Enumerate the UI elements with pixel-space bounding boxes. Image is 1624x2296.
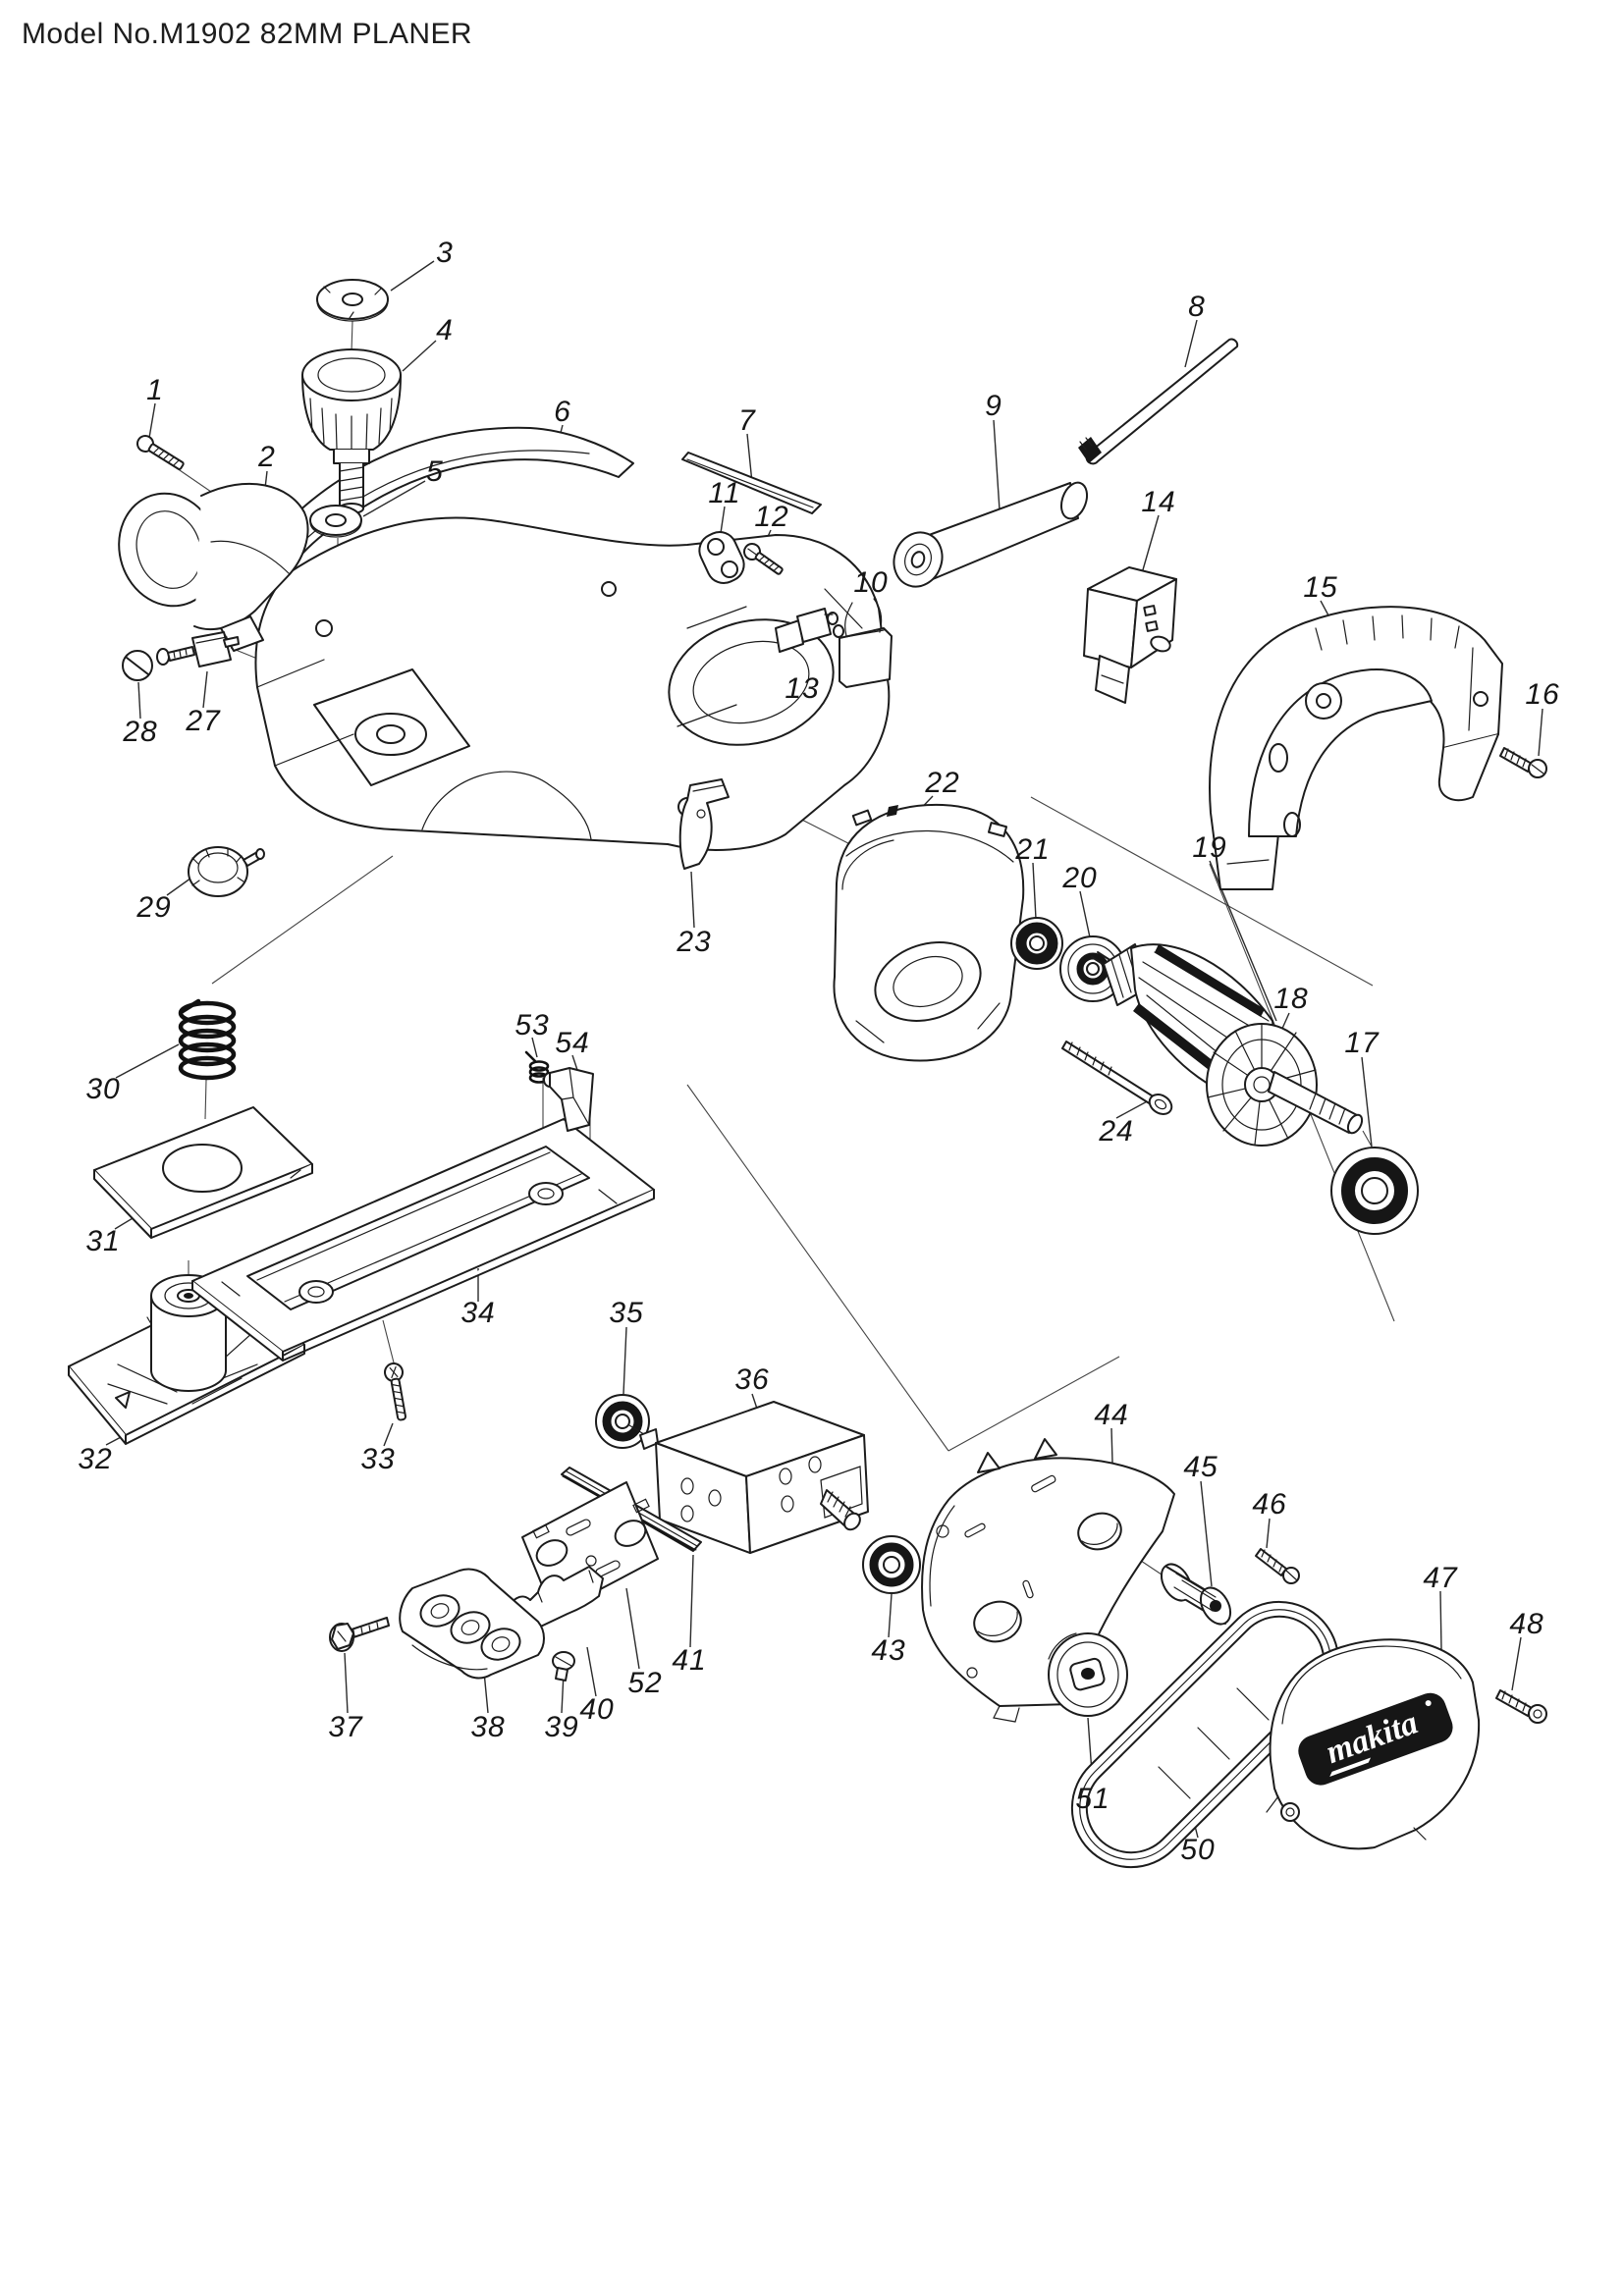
part-7-planer-blade — [681, 452, 822, 514]
part-1-screw — [136, 435, 185, 470]
part-9-cord-guard — [893, 481, 1089, 588]
part-37-hex-bolt — [329, 1617, 390, 1652]
part-12-screw — [743, 543, 784, 575]
part-24-long-screw — [1061, 1041, 1173, 1115]
part-6-housing — [252, 426, 891, 851]
part-8-rod — [1078, 338, 1239, 465]
part-28-cap — [122, 650, 153, 681]
part-39-screw — [552, 1651, 575, 1682]
part-50-belt — [1070, 1600, 1340, 1869]
part-29-knob — [188, 846, 265, 897]
part-30-spring — [178, 998, 237, 1081]
part-54-latch — [543, 1067, 594, 1132]
part-35-bearing — [595, 1394, 653, 1449]
part-45-drive-pulley — [1160, 1563, 1232, 1626]
part-15-handle — [1209, 606, 1503, 890]
part-36-cutter-drum — [639, 1401, 869, 1554]
part-18-armature — [1091, 943, 1364, 1147]
part-51-driven-pulley — [1048, 1632, 1128, 1717]
part-20-bearing — [1059, 935, 1126, 1002]
part-27-screw-block — [156, 631, 240, 667]
part-46-screw — [1255, 1548, 1300, 1584]
part-38-drum-cover — [399, 1568, 545, 1680]
part-17-bearing — [1330, 1147, 1419, 1235]
page-title: Model No.M1902 82MM PLANER — [22, 18, 472, 50]
part-23-lever — [678, 778, 730, 870]
part-21-bearing — [1010, 917, 1063, 970]
part-3-washer — [316, 279, 389, 322]
part-11-grommet — [698, 530, 745, 585]
part-53-spring — [524, 1050, 550, 1084]
part-14-switch — [1083, 566, 1177, 704]
part-13-connector — [775, 608, 844, 653]
part-16-screw — [1499, 747, 1547, 778]
part-5-washer — [309, 505, 362, 538]
part-4-adjust-knob — [301, 348, 402, 514]
part-34-base-plate — [191, 1118, 655, 1362]
part-10-capacitor — [839, 598, 893, 688]
part-44-side-plate — [921, 1438, 1175, 1723]
part-43-bearing — [862, 1535, 921, 1594]
part-48-screw — [1495, 1689, 1547, 1724]
part-33-screw — [384, 1362, 406, 1421]
part-31-plate — [93, 1106, 313, 1239]
part-47-belt-cover: makita — [1266, 1638, 1481, 1850]
part-22-stator — [833, 803, 1025, 1062]
